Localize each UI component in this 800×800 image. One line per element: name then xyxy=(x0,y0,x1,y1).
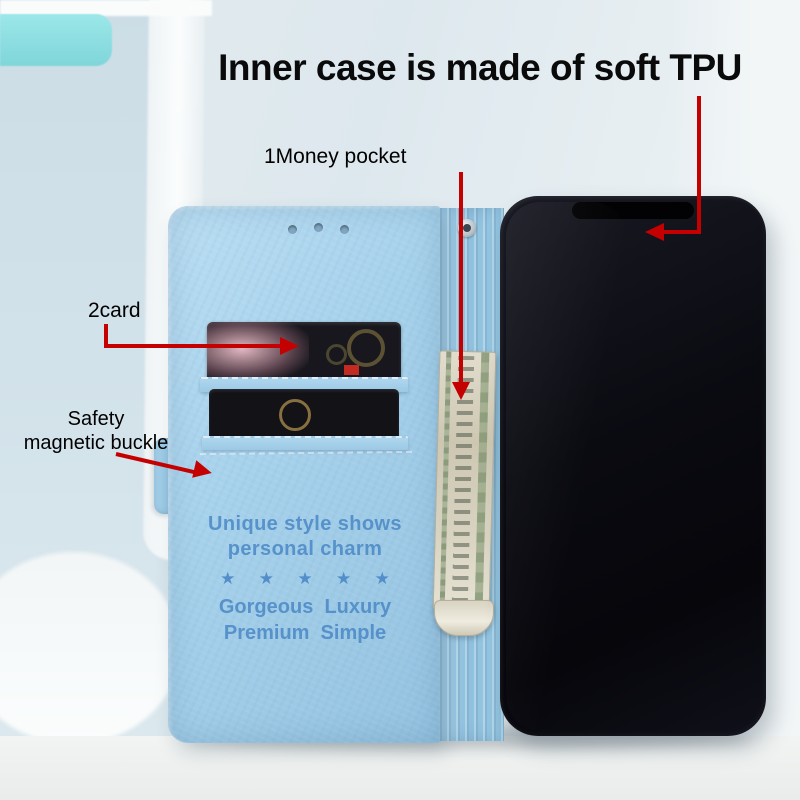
sink-shape xyxy=(0,552,180,744)
card-ring-design xyxy=(326,344,347,365)
headline-arrow-line xyxy=(663,230,701,234)
headline-arrow-line xyxy=(697,96,701,232)
bill-pattern xyxy=(474,352,490,611)
card-arrow-line xyxy=(104,344,282,348)
buckle-label: Safety magnetic buckle xyxy=(12,407,180,455)
bill-pattern xyxy=(439,351,452,610)
case-hole xyxy=(288,225,297,234)
table-surface xyxy=(0,736,800,800)
money-pocket-label: 1Money pocket xyxy=(264,145,407,168)
card-slot-2 xyxy=(202,436,408,450)
phone-notch xyxy=(572,202,694,219)
card-ring-design xyxy=(279,399,311,431)
phone-screen-reflection xyxy=(506,202,626,730)
card-red-design xyxy=(344,365,359,375)
headline: Inner case is made of soft TPU xyxy=(218,47,742,88)
buckle-label-line1: Safety xyxy=(67,408,125,430)
case-words-line1: Gorgeous Luxury xyxy=(218,596,392,618)
teal-reflection xyxy=(0,14,112,66)
case-hole xyxy=(340,225,349,234)
money-pocket-arrowhead-icon xyxy=(452,382,470,400)
card-ring-design xyxy=(347,329,385,367)
card-arrow-line xyxy=(104,324,108,348)
headline-arrowhead-icon xyxy=(645,223,664,241)
case-hole xyxy=(314,223,323,232)
magnetic-buckle-tab xyxy=(154,438,172,514)
case-slogan-line2: personal charm xyxy=(227,538,383,560)
credit-card-1 xyxy=(207,322,401,382)
case-words-line2: Premium Simple xyxy=(223,622,387,644)
wallet-case-flap xyxy=(168,206,440,743)
card-arrowhead-icon xyxy=(280,337,299,355)
card-slot-label: 2card xyxy=(88,299,141,322)
background-highlight xyxy=(0,0,212,16)
money-pocket-arrow-line xyxy=(459,172,463,384)
money-bill-curl xyxy=(434,600,494,636)
card-slot-1 xyxy=(200,377,408,392)
stars-rating-print: ★ ★ ★ ★ ★ xyxy=(220,569,399,589)
buckle-label-line2: magnetic buckle xyxy=(23,432,169,454)
case-printed-text: Unique style shows personal charm ★ ★ ★ … xyxy=(176,512,434,646)
phone xyxy=(500,196,766,736)
credit-card-2 xyxy=(209,389,399,438)
case-slogan-line1: Unique style shows xyxy=(208,513,402,535)
